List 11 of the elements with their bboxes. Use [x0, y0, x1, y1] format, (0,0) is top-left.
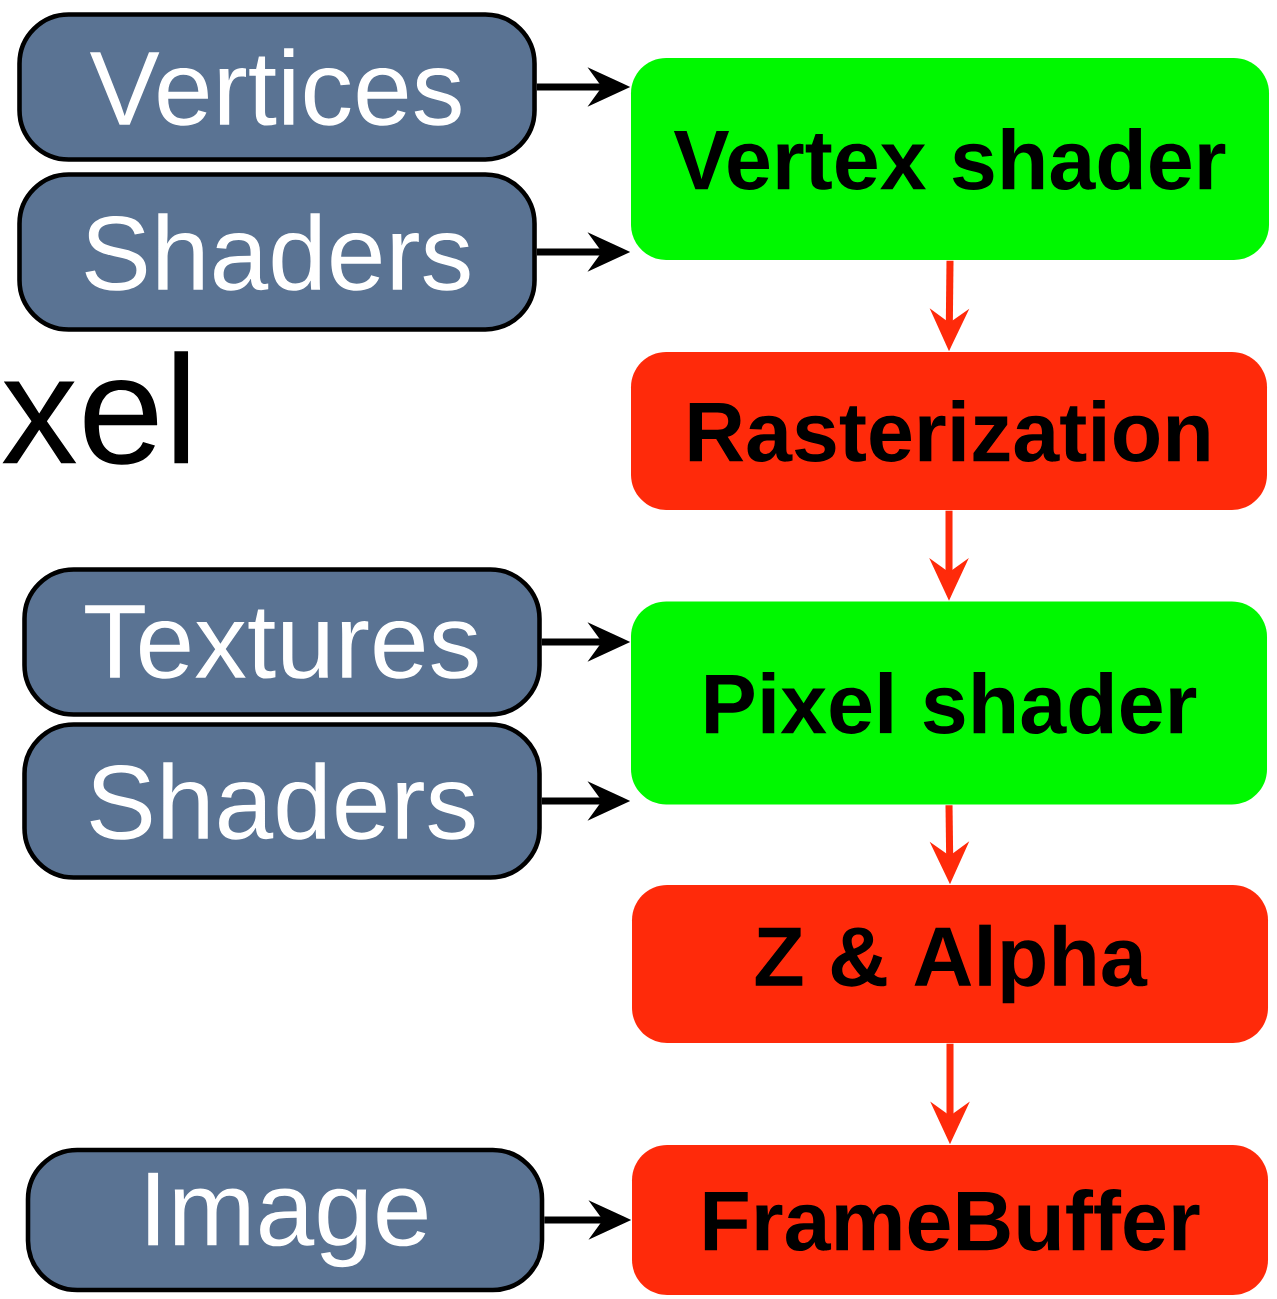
input-box: Vertices — [17, 12, 537, 162]
stage-box: Z & Alpha — [632, 885, 1268, 1043]
input-box: Shaders — [22, 722, 542, 880]
stage-box: Rasterization — [631, 352, 1267, 510]
shader-box: Vertex shader — [631, 58, 1269, 260]
input-box: Textures — [22, 567, 542, 717]
label-text: xel — [2, 351, 189, 465]
input-box: Shaders — [17, 172, 537, 332]
shader-box: Pixel shader — [631, 601, 1267, 805]
input-box: Image — [25, 1147, 545, 1293]
stage-box: FrameBuffer — [632, 1145, 1268, 1295]
